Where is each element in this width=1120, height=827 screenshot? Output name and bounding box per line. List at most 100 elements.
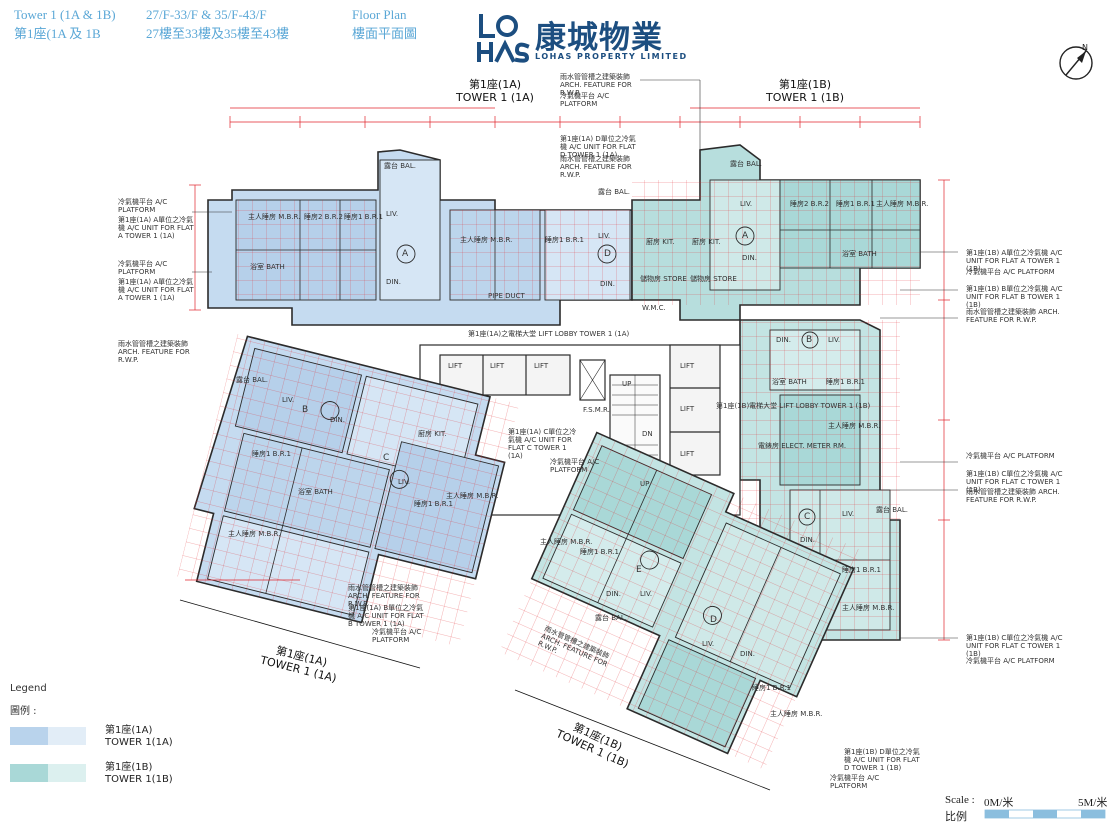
note-arch-feature-top-2: 雨水管管槽之建築裝飾 ARCH. FEATURE FOR R.W.P. xyxy=(560,155,632,179)
scale-end: 5M/米 xyxy=(1078,797,1108,809)
note-ac-unit-1b-d: 第1座(1B) D單位之冷氣機 A/C UNIT FOR FLAT D TOWE… xyxy=(844,748,920,772)
flat-label-1b-d: D xyxy=(710,615,717,625)
note-ac-unit-1a-c: 第1座(1A) C單位之冷氣機 A/C UNIT FOR FLAT C TOWE… xyxy=(508,428,577,460)
room-elect-meter: 電錶房 ELECT. METER RM. xyxy=(758,442,847,450)
room-din-1b-c: DIN. xyxy=(800,536,815,544)
side-dimension-lines xyxy=(185,179,950,641)
room-pipe-duct: PIPE DUCT xyxy=(488,292,525,300)
room-bal-1b-c: 露台 BAL. xyxy=(876,506,908,514)
room-br1-1a-a: 睡房1 B.R.1 xyxy=(344,213,383,221)
lift-5: LIFT xyxy=(680,405,695,413)
brand-subtitle: LOHAS PROPERTY LIMITED xyxy=(535,52,688,61)
tower-1a-top-cn: 第1座(1A) xyxy=(468,78,522,91)
note-ac-unit-1b-a: 第1座(1B) A單位之冷氣機 A/C UNIT FOR FLAT A TOWE… xyxy=(966,249,1063,273)
room-mbr-1b-c: 主人睡房 M.B.R. xyxy=(842,604,895,612)
header-tower-cn: 第1座(1A 及 1B xyxy=(14,26,101,41)
brand-logo: 康城物業 LOHAS PROPERTY LIMITED xyxy=(475,12,705,72)
flat-label-1a-c: C xyxy=(383,453,390,463)
legend-swatch-1a xyxy=(10,727,86,745)
room-br1-1a-b: 睡房1 B.R.1 xyxy=(252,450,291,458)
header-floors-cn: 27樓至33樓及35樓至43樓 xyxy=(146,26,290,41)
note-ac-platform-bottom-1: 冷氣機平台 A/C PLATFORM xyxy=(372,628,422,644)
room-bal-1b-e: 露台 BAL. xyxy=(595,614,627,622)
room-kit-1a-c: 廚房 KIT. xyxy=(418,430,447,438)
room-liv-1b-c: LIV. xyxy=(842,510,855,518)
legend-item-1a-en: TOWER 1(1A) xyxy=(105,737,173,748)
room-wmc: W.M.C. xyxy=(642,304,666,312)
room-bal-1a-d: 露台 BAL. xyxy=(598,188,630,196)
scale-start: 0M/米 xyxy=(984,797,1014,809)
header-tower: Tower 1 (1A & 1B) xyxy=(14,7,116,22)
lift-1: LIFT xyxy=(448,362,463,370)
scale-bar xyxy=(984,809,1106,819)
note-ac-unit-1a-a-2: 第1座(1A) A單位之冷氣機 A/C UNIT FOR FLAT A TOWE… xyxy=(118,278,194,302)
room-br1-1a-c: 睡房1 B.R.1 xyxy=(414,500,453,508)
tower-1a-top-en: TOWER 1 (1A) xyxy=(456,91,534,104)
room-bath-1b-a: 浴室 BATH xyxy=(842,250,877,258)
room-bath-1a-b: 浴室 BATH xyxy=(298,488,333,496)
room-mbr-1b-e: 主人睡房 M.B.R. xyxy=(540,538,593,546)
note-ac-platform-core: 冷氣機平台 A/C PLATFORM xyxy=(550,458,600,474)
tower-1b-top-label: 第1座(1B) TOWER 1 (1B) xyxy=(740,78,870,104)
room-mbr-1b-a: 主人睡房 M.B.R. xyxy=(876,200,929,208)
room-bath-1a-a: 浴室 BATH xyxy=(250,263,285,271)
room-mbr-1b-d: 主人睡房 M.B.R. xyxy=(770,710,823,718)
lift-6: LIFT xyxy=(680,450,695,458)
room-mbr-1b-b: 主人睡房 M.B.R. xyxy=(828,422,881,430)
flat-label-1a-a: A xyxy=(402,249,409,259)
room-store-1b-a: 儲物房 STORE xyxy=(690,275,737,283)
room-bal-1a-b: 露台 BAL. xyxy=(236,376,268,384)
note-ac-unit-1a-a-1: 第1座(1A) A單位之冷氣機 A/C UNIT FOR FLAT A TOWE… xyxy=(118,216,194,240)
note-arch-feature-left: 雨水管管槽之建築裝飾 ARCH. FEATURE FOR R.W.P. xyxy=(118,340,190,364)
tower-1a-left-wing xyxy=(177,333,520,647)
note-arch-feature-right-1: 雨水管管槽之建築裝飾 ARCH. FEATURE FOR R.W.P. xyxy=(966,308,1060,324)
top-dimension-lines xyxy=(229,107,921,128)
tower-1a-top-wing xyxy=(207,149,633,326)
svg-text:N: N xyxy=(1082,43,1088,52)
room-din-1b-a: DIN. xyxy=(742,254,757,262)
room-din-1b-e: DIN. xyxy=(606,590,621,598)
note-arch-feature-bottom-1: 雨水管管槽之建築裝飾 ARCH. FEATURE FOR R.W.P. xyxy=(348,584,420,608)
tower-1b-top-wing xyxy=(631,144,921,321)
room-br1-1b-c: 睡房1 B.R.1 xyxy=(842,566,881,574)
note-ac-platform-left-2: 冷氣機平台 A/C PLATFORM xyxy=(118,260,168,276)
room-fsmr: F.S.M.R. xyxy=(583,406,610,414)
legend-item-1b-cn: 第1座(1B) xyxy=(105,762,153,773)
note-ac-platform-right-3: 冷氣機平台 A/C PLATFORM xyxy=(966,657,1055,665)
tower-1a-top-label: 第1座(1A) TOWER 1 (1A) xyxy=(430,78,560,104)
note-ac-platform-right-2: 冷氣機平台 A/C PLATFORM xyxy=(966,452,1055,460)
flat-label-1b-a: A xyxy=(742,231,749,241)
room-lift-lobby-1a: 第1座(1A)之電梯大堂 LIFT LOBBY TOWER 1 (1A) xyxy=(468,330,630,338)
note-ac-unit-1b-b: 第1座(1B) B單位之冷氣機 A/C UNIT FOR FLAT B TOWE… xyxy=(966,285,1063,309)
lift-2: LIFT xyxy=(490,362,505,370)
tower-1b-top-cn: 第1座(1B) xyxy=(778,78,832,91)
room-kit-1a-d: 廚房 KIT. xyxy=(646,238,675,246)
tower-1b-top-en: TOWER 1 (1B) xyxy=(766,91,844,104)
note-ac-platform-left-1: 冷氣機平台 A/C PLATFORM xyxy=(118,198,168,214)
room-br1-1a-d: 睡房1 B.R.1 xyxy=(545,236,584,244)
stair-dn: DN xyxy=(642,430,653,438)
legend-item-1b-en: TOWER 1(1B) xyxy=(105,774,173,785)
room-lift-lobby-1b: 第1座(1B)電梯大堂 LIFT LOBBY TOWER 1 (1B) xyxy=(716,402,871,410)
room-br1-1b-d: 睡房1 B.R.1 xyxy=(752,684,791,692)
lohas-logo-icon xyxy=(477,14,530,63)
lift-4: LIFT xyxy=(680,362,695,370)
room-liv-1b-d: LIV. xyxy=(702,640,715,648)
flat-label-1b-c: C xyxy=(804,512,811,522)
room-mbr-1a-a: 主人睡房 M.B.R. xyxy=(248,213,301,221)
room-bal-1b-a: 露台 BAL. xyxy=(730,160,762,168)
note-ac-platform-top: 冷氣機平台 A/C PLATFORM xyxy=(560,92,610,108)
room-br2-1a-a: 睡房2 B.R.2 xyxy=(304,213,343,221)
room-din-1a-b: DIN. xyxy=(330,416,345,424)
note-ac-unit-1a-b: 第1座(1A) B單位之冷氣機 A/C UNIT FOR FLAT B TOWE… xyxy=(348,604,424,628)
legend-title-cn: 圖例 : xyxy=(10,706,37,717)
flat-label-1b-e: E xyxy=(636,565,642,575)
header-title: Floor Plan xyxy=(352,7,407,22)
room-br1-1b-e: 睡房1 B.R.1 xyxy=(580,548,619,556)
legend-item-1a: 第1座(1A) TOWER 1(1A) xyxy=(105,725,173,749)
note-ac-unit-1a-d: 第1座(1A) D單位之冷氣機 A/C UNIT FOR FLAT D TOWE… xyxy=(560,135,636,159)
brand-name: 康城物業 xyxy=(535,20,663,56)
note-leaders xyxy=(192,79,958,639)
room-store-1a-d: 儲物房 STORE xyxy=(640,275,687,283)
